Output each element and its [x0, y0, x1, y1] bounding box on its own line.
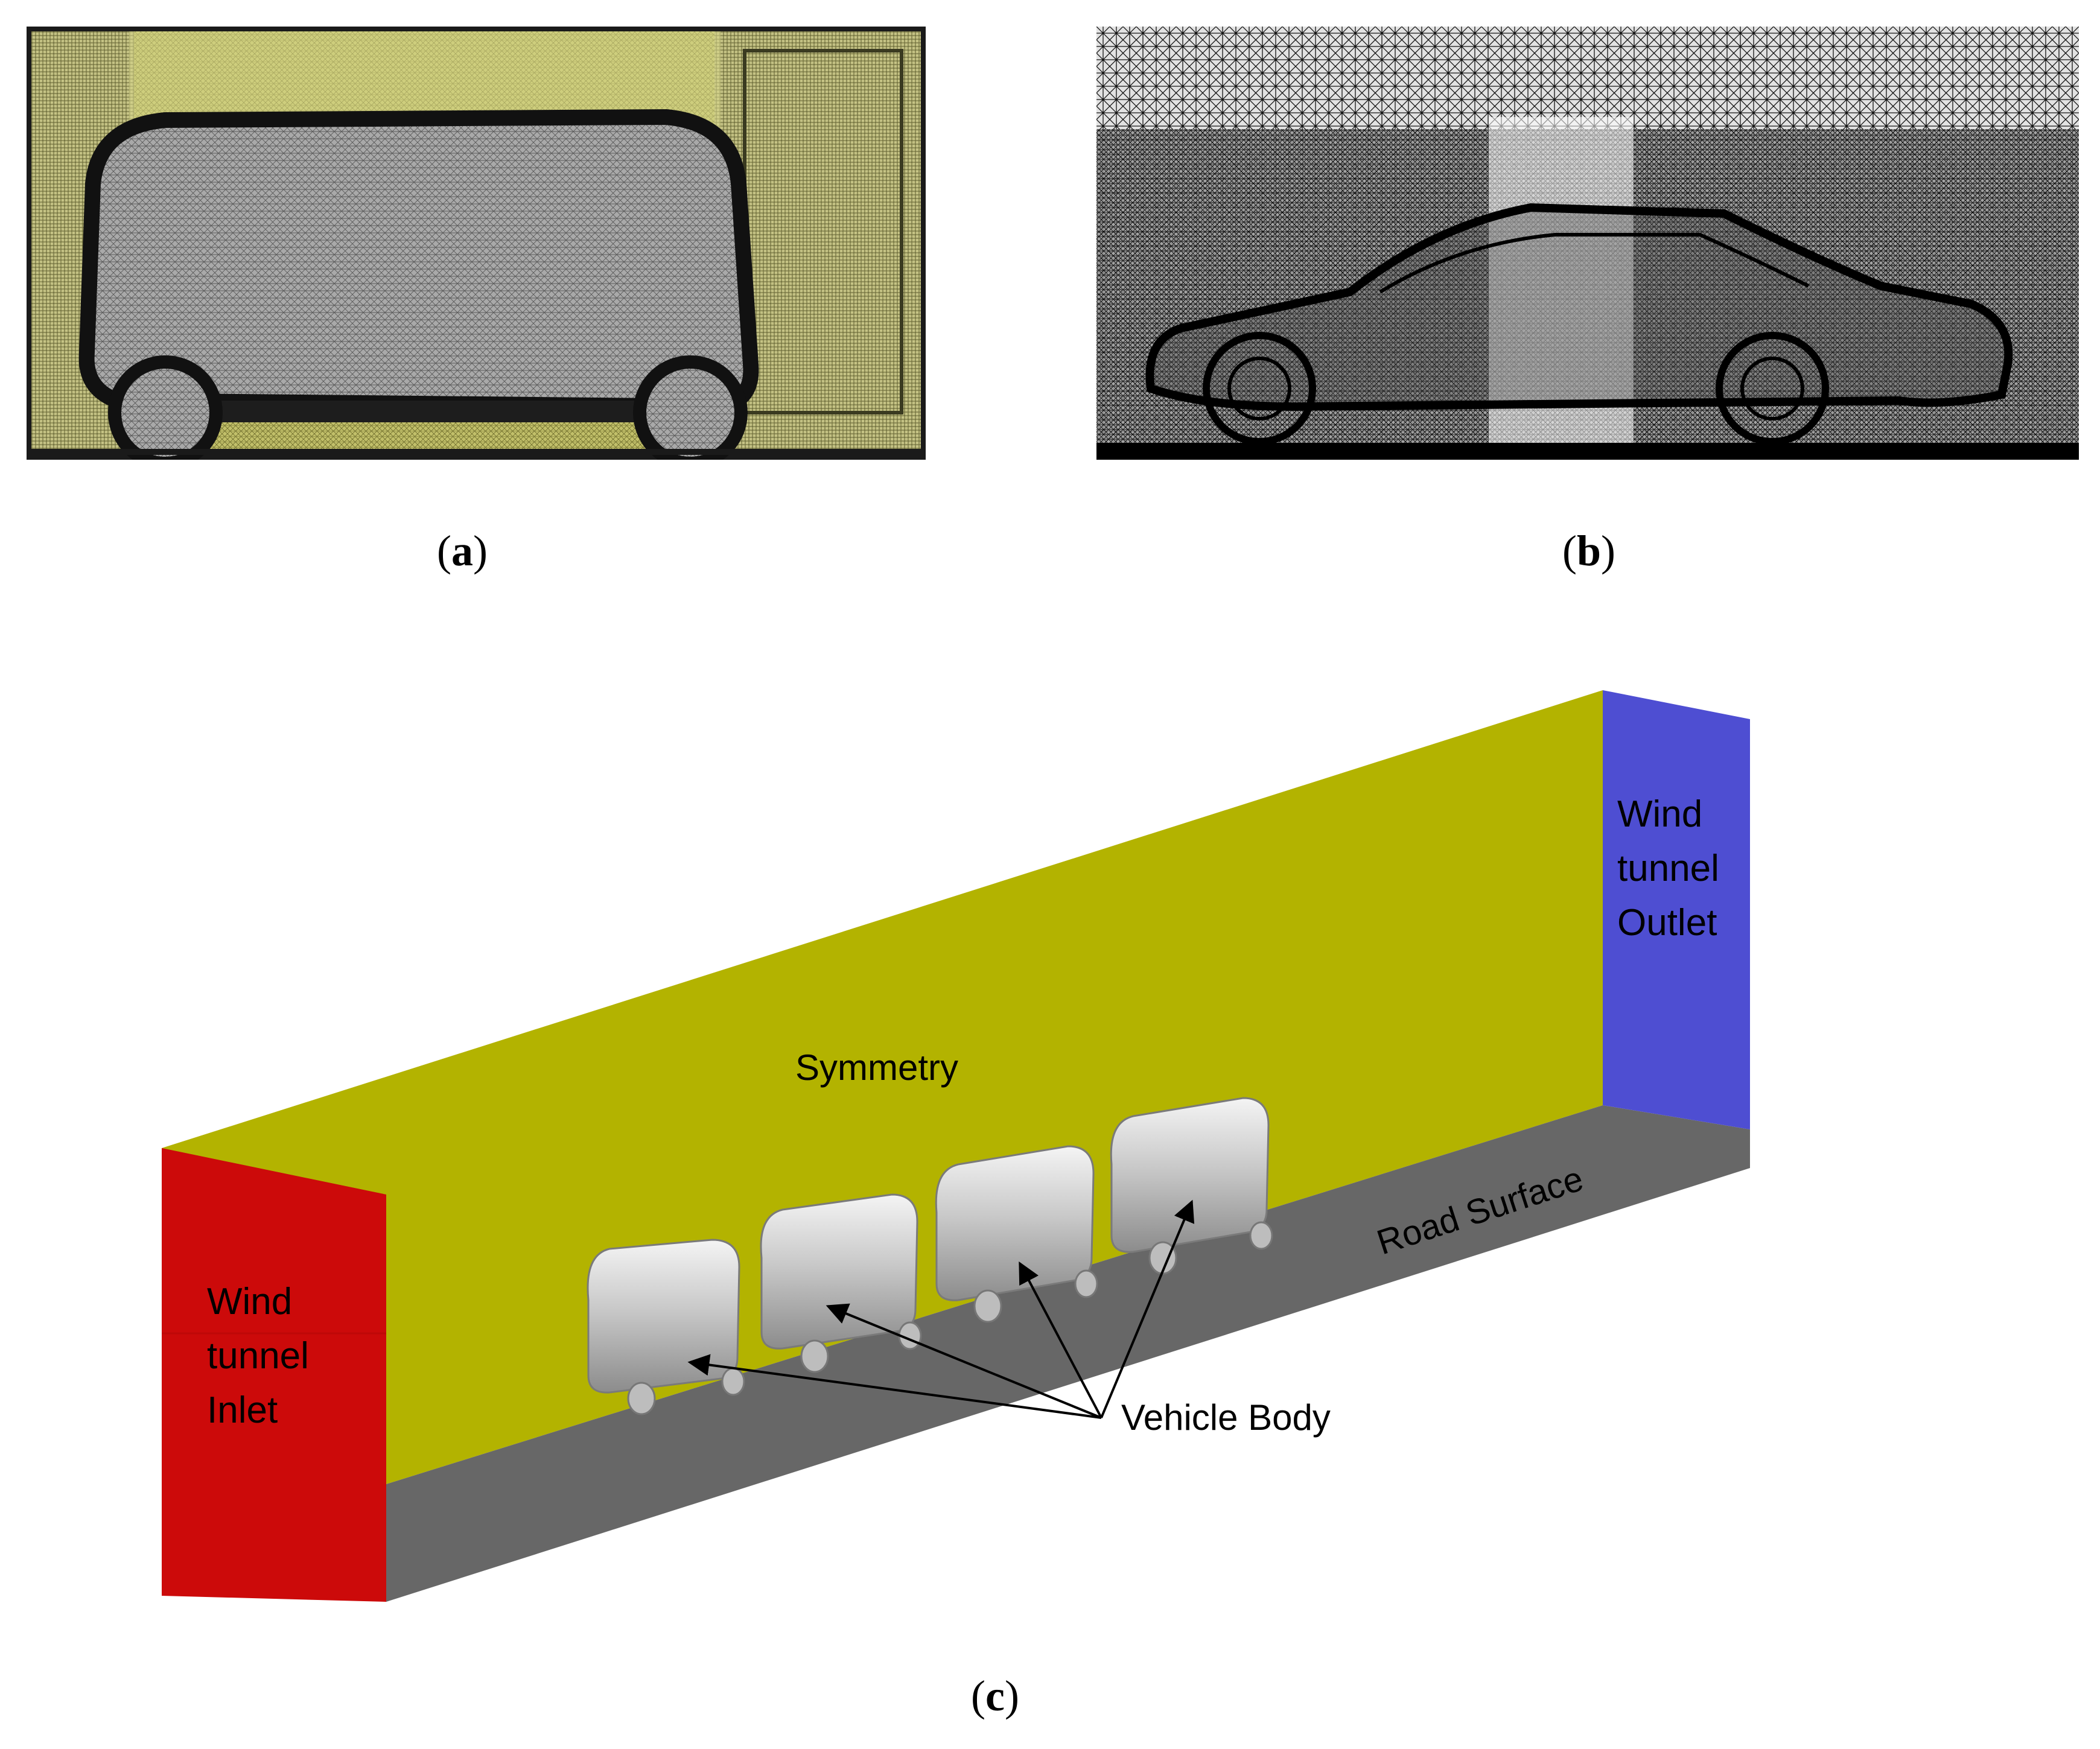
mesh-b-front-wheel — [1203, 332, 1316, 445]
caption-c-letter: c — [985, 1672, 1005, 1720]
mesh-a-rear-wheel — [633, 355, 748, 460]
inlet-label-line1: Wind — [207, 1281, 292, 1322]
mesh-a-front-wheel — [108, 355, 223, 460]
mesh-b-bright-band — [1489, 117, 1634, 455]
mesh-a-vehicle-body — [78, 109, 759, 415]
inlet-label-line3: Inlet — [207, 1389, 278, 1431]
mesh-b-rear-wheel — [1716, 332, 1829, 445]
wind-tunnel-outlet-face — [1603, 690, 1750, 1129]
vehicle-body-4 — [1110, 1097, 1273, 1275]
caption-a-letter: a — [451, 527, 473, 575]
mesh-a-underbody — [208, 401, 654, 422]
outlet-label-line3: Outlet — [1617, 902, 1717, 944]
inlet-label: Wind tunnel Inlet — [207, 1281, 309, 1431]
inlet-label-line2: tunnel — [207, 1335, 309, 1377]
outlet-label: Wind tunnel Outlet — [1617, 793, 1719, 944]
symmetry-plane — [162, 690, 1603, 1484]
mesh-b-ground — [1096, 443, 2079, 460]
symmetry-label: Symmetry — [795, 1047, 958, 1088]
vehicle-body-callout-arrows — [687, 1199, 1195, 1419]
caption-b: (b) — [1562, 527, 1615, 575]
outlet-label-line1: Wind — [1617, 793, 1702, 835]
caption-c: (c) — [971, 1672, 1019, 1720]
vehicle-body-label: Vehicle Body — [1121, 1397, 1331, 1438]
mesh-b-vehicle-body — [1145, 203, 2013, 411]
caption-a: (a) — [437, 527, 488, 575]
mesh-panel-b — [1096, 27, 2079, 460]
wind-tunnel-domain-panel: Symmetry Road Surface Vehicle Body Wind … — [162, 690, 1750, 1602]
outlet-label-line2: tunnel — [1617, 848, 1719, 889]
mesh-panel-a — [27, 27, 926, 460]
caption-b-letter: b — [1576, 527, 1602, 575]
vehicle-body-3 — [935, 1145, 1098, 1323]
